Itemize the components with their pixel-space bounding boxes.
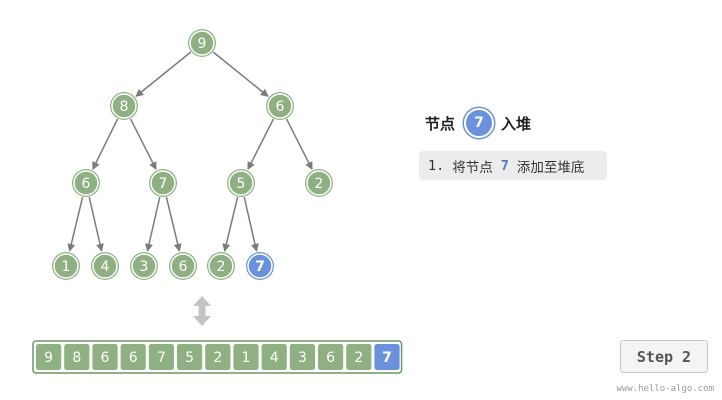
array-cell-value: 1: [242, 350, 251, 366]
array-cell-value: 2: [354, 350, 363, 366]
array-cell: 5: [177, 344, 203, 370]
array-cell: 6: [318, 344, 344, 370]
tree-edge: [285, 118, 313, 171]
tree-edge: [145, 196, 161, 252]
array-cell-value: 6: [129, 350, 138, 366]
tree-node: 6: [169, 252, 197, 280]
tree-node-value: 6: [82, 176, 91, 192]
tree-node: 8: [110, 92, 138, 120]
tree-edge: [247, 118, 275, 171]
tree-edge: [222, 196, 239, 252]
tree-edge: [135, 51, 192, 97]
array-cell-value: 4: [270, 350, 279, 366]
step-text-after: 添加至堆底: [516, 159, 585, 176]
array-cell: 6: [120, 344, 146, 370]
tree-node: 5: [227, 169, 255, 197]
array-cell-value: 3: [298, 350, 307, 366]
tree-node-value: 5: [237, 176, 246, 192]
heading-node-badge: 7: [464, 108, 495, 138]
tree-edge: [129, 118, 157, 171]
tree-edge: [212, 51, 269, 97]
tree-node: 9: [188, 29, 216, 57]
tree-node: 6: [266, 92, 294, 120]
tree-node: 6: [72, 169, 100, 197]
step-button[interactable]: Step 2: [620, 340, 708, 373]
array-cell-value: 7: [157, 350, 166, 366]
tree-node: 4: [91, 252, 119, 280]
array-cell: 2: [346, 344, 372, 370]
array-cell-value: 7: [382, 350, 392, 366]
tree-node-highlighted: 7: [246, 252, 274, 280]
array-cell: 6: [92, 344, 118, 370]
tree-edge: [88, 196, 104, 252]
tree-node: 7: [149, 169, 177, 197]
array-cell: 4: [261, 344, 287, 370]
tree-node-value: 6: [276, 99, 285, 115]
tree-edge: [67, 196, 84, 252]
tree-nodes: 9 8 6 6 7 5 2 1 4 3 6 2 7: [52, 29, 333, 280]
array-cell: 9: [36, 344, 62, 370]
array-cell: 3: [289, 344, 315, 370]
operation-heading: 节点 7 入堆: [425, 108, 532, 138]
tree-node: 1: [52, 252, 80, 280]
array-cell-value: 8: [72, 350, 81, 366]
heading-suffix: 入堆: [501, 114, 532, 133]
watermark: www.hello-algo.com: [616, 384, 714, 394]
tree-node-value: 2: [217, 259, 226, 275]
tree-node-value: 7: [159, 176, 168, 192]
tree-node: 2: [305, 169, 333, 197]
array-cell: 7: [148, 344, 174, 370]
tree-node-value: 9: [198, 36, 207, 52]
array-cell: 8: [64, 344, 90, 370]
double-arrow-vertical-icon: [193, 296, 211, 326]
step-number: 1.: [428, 157, 445, 174]
array-cell-value: 5: [185, 350, 194, 366]
tree-edge: [165, 196, 182, 252]
tree-node-value: 4: [101, 259, 110, 275]
tree-node: 2: [207, 252, 235, 280]
array-cell-value: 9: [44, 350, 53, 366]
array-cell: 2: [205, 344, 231, 370]
tree-node-value: 6: [179, 259, 188, 275]
tree-node-value: 8: [120, 99, 129, 115]
step-text-before: 将节点: [452, 159, 493, 176]
tree-node-value: 2: [315, 176, 324, 192]
tree-node-value: 1: [62, 259, 71, 275]
array-cell-value: 6: [326, 350, 335, 366]
tree-edges: [67, 51, 313, 252]
tree-node-value: 3: [140, 259, 149, 275]
step-value: 7: [500, 157, 509, 174]
array-cell: 1: [233, 344, 259, 370]
tree-edge: [92, 118, 119, 170]
heading-prefix: 节点: [425, 114, 456, 133]
array-cell-value: 6: [101, 350, 110, 366]
tree-node-value: 7: [255, 259, 265, 275]
step-description: 1. 将节点 7 添加至堆底: [419, 151, 607, 180]
array-cell-value: 2: [213, 350, 222, 366]
tree-edge: [243, 196, 259, 252]
tree-node: 3: [130, 252, 158, 280]
array-border: [32, 340, 403, 374]
heap-array: 9 8 6 6 7 5 2 1 4 3 6 2 7: [32, 340, 403, 374]
array-cell-highlighted: 7: [374, 344, 400, 370]
